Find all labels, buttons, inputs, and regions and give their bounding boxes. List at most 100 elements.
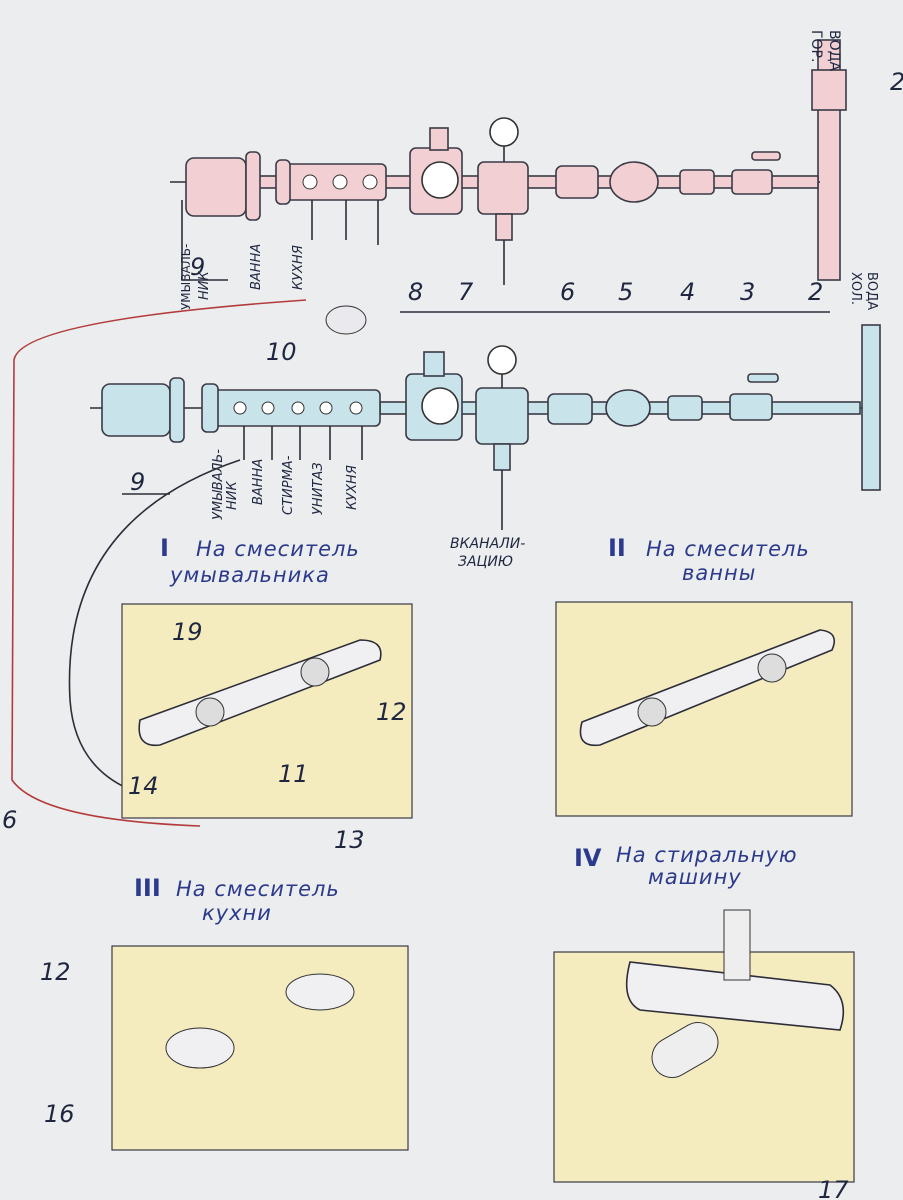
label-11: 11 [278, 760, 309, 788]
fitting-1b [300, 657, 330, 687]
washer-tap-spout [651, 1022, 719, 1078]
panel-3 [111, 945, 409, 1151]
cold-water-label-2: ВОДА [864, 272, 879, 310]
cold-collector-port-3 [291, 401, 305, 415]
cold-outlet-label-2: ВАННА [251, 459, 266, 505]
section-1-roman: I [160, 534, 169, 562]
label-8: 8 [408, 278, 423, 306]
cold-outlet-label-4: УНИТАЗ [311, 462, 326, 515]
hot-valve-outlet [495, 213, 513, 241]
cold-outlet-label-1a: УМЫВАЛЬ- [211, 449, 226, 520]
label-10: 10 [266, 338, 297, 366]
washer-tap-stem [723, 909, 751, 981]
fitting-1a [195, 697, 225, 727]
hot-outlet-label-2: ВАННА [249, 244, 264, 290]
hot-safety-valve [477, 161, 529, 215]
cold-ball-valve [729, 393, 773, 421]
hot-riser-coupling [811, 69, 847, 111]
cold-strainer [667, 395, 703, 421]
section-4-title-2: машину [648, 865, 742, 889]
fitting-2a [637, 697, 667, 727]
cold-filter-body [101, 383, 171, 437]
nut-10 [325, 305, 367, 335]
section-3-title-1: На смеситель [176, 877, 340, 901]
label-4: 4 [680, 278, 695, 306]
label-9-bot: 9 [130, 468, 145, 496]
hot-collector-port-2 [332, 174, 348, 190]
fitting-2b [757, 653, 787, 683]
hot-meter [609, 161, 659, 203]
section-4-title-1: На стиральную [616, 843, 798, 867]
label-6-top: 6 [560, 278, 575, 306]
hot-reducer-top [429, 127, 449, 151]
label-12-a: 12 [376, 698, 407, 726]
label-5: 5 [618, 278, 633, 306]
section-1-title-1: На смеситель [196, 537, 360, 561]
hot-filter-body [185, 157, 247, 217]
hot-water-assembly: ГОР. ВОДА УМЫВАЛЬ- НИК ВАННА [170, 30, 847, 310]
cold-safety-valve [475, 387, 529, 445]
cold-collector-port-5 [349, 401, 363, 415]
cold-water-label-1: ХОЛ. [848, 272, 863, 305]
drain-label-1: ВКАНАЛИ- [450, 536, 525, 552]
hot-water-label-1: ГОР. [808, 30, 824, 62]
cold-outlet-label-1b: НИК [225, 481, 240, 511]
cold-valve-outlet [493, 443, 511, 471]
label-13: 13 [334, 826, 365, 854]
section-1-title-2: умывальника [169, 563, 330, 587]
cold-check-valve [547, 393, 593, 425]
cold-collector-port-1 [233, 401, 247, 415]
section-3: III На смеситель кухни 12 16 [40, 874, 409, 1151]
cold-collector-port-4 [319, 401, 333, 415]
section-1: I На смеситель умывальника 19 12 11 14 1… [2, 534, 413, 854]
hot-collector-end [275, 159, 291, 205]
section-2-title-2: ванны [682, 561, 756, 585]
hot-reducer-gauge [421, 161, 459, 199]
label-12-b: 12 [40, 958, 71, 986]
elbow-3b [285, 973, 355, 1011]
middle-leaders: 8 7 6 5 4 3 2 10 9 [122, 278, 830, 496]
top-leaders: 9 [181, 200, 228, 281]
label-14: 14 [128, 772, 159, 800]
hot-outlet-label-1b: НИК [197, 271, 212, 301]
label-2: 2 [808, 278, 823, 306]
hot-filter-cap [245, 151, 261, 221]
label-6-left: 6 [2, 806, 17, 834]
section-4: IV На стиральную машину 17 [553, 843, 855, 1200]
hot-strainer [679, 169, 715, 195]
section-4-roman: IV [574, 844, 602, 872]
section-3-title-2: кухни [202, 901, 272, 925]
hot-water-label-2: ВОДА [826, 30, 842, 72]
label-7: 7 [458, 278, 474, 306]
elbow-3a [165, 1027, 235, 1069]
cold-pressure-gauge [487, 345, 517, 375]
cold-riser-pipe [861, 324, 881, 491]
section-2-title-1: На смеситель [646, 537, 810, 561]
cold-outlet-label-5: КУХНЯ [345, 465, 360, 510]
label-9-top: 9 [190, 253, 205, 281]
hot-supply-line [11, 299, 307, 827]
hot-valve-handle [751, 151, 781, 161]
section-3-roman: III [134, 874, 161, 902]
drain-label-2: ЗАЦИЮ [458, 554, 513, 570]
plate-4 [625, 961, 845, 1031]
hot-check-valve [555, 165, 599, 199]
cold-valve-handle [747, 373, 779, 383]
hot-collector-port-3 [362, 174, 378, 190]
cold-collector-port-2 [261, 401, 275, 415]
hot-collector-port-1 [302, 174, 318, 190]
cold-reducer-gauge [421, 387, 459, 425]
hot-pressure-gauge [489, 117, 519, 147]
hot-ball-valve [731, 169, 773, 195]
cold-meter [605, 389, 651, 427]
label-17: 17 [818, 1176, 849, 1200]
section-2-roman: II [608, 534, 626, 562]
cold-outlet-label-3: СТИРМА- [281, 455, 296, 515]
label-19: 19 [172, 618, 203, 646]
cold-reducer-top [423, 351, 445, 377]
hot-outlet-label-3: КУХНЯ [291, 245, 306, 290]
section-2: II На смеситель ванны [555, 534, 853, 817]
cold-water-assembly: ХОЛ. ВОДА УМЫВАЛЬ- [90, 272, 881, 570]
cold-filter-cap [169, 377, 185, 443]
